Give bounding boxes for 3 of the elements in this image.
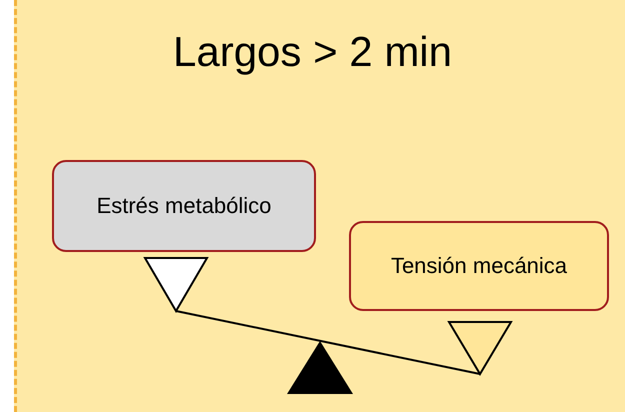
label-box: Tensión mecánica	[349, 221, 609, 311]
label-box: Estrés metabólico	[52, 160, 316, 252]
title: Largos > 2 min	[172, 28, 453, 76]
